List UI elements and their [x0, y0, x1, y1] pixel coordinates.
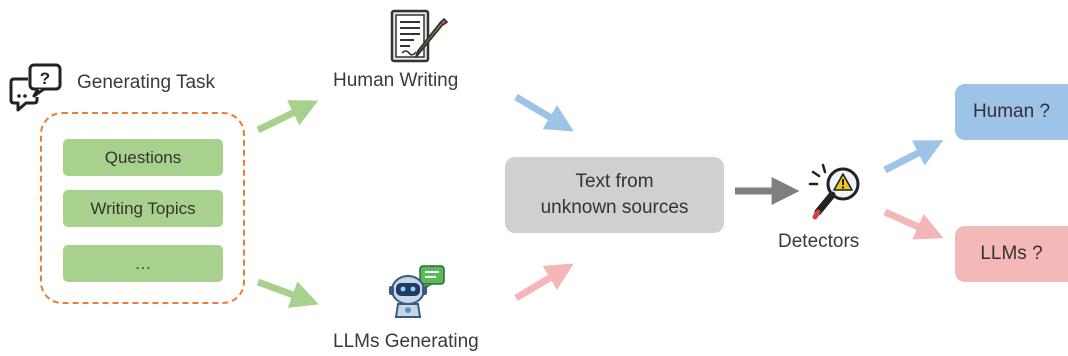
llms-generating-label: LLMs Generating: [333, 331, 479, 352]
arrow-human-to-text: [514, 93, 574, 132]
task-title: Generating Task: [77, 72, 216, 93]
unknown-text-line2: unknown sources: [540, 197, 689, 218]
task-item-questions: Questions: [63, 139, 223, 176]
human-writing-label: Human Writing: [333, 70, 459, 91]
arrow-detector-to-llm: [883, 208, 944, 240]
arrow-detector-to-human: [883, 140, 944, 174]
task-frame: [40, 112, 245, 304]
task-item-writing-topics: Writing Topics: [63, 190, 223, 227]
arrow-task-to-human: [256, 100, 319, 134]
document-pen-icon: [390, 9, 449, 63]
llm-output-box: LLMs ?: [955, 226, 1068, 282]
magnifier-warning-icon: [808, 163, 860, 220]
chat-question-icon: ?: [9, 63, 62, 112]
svg-text:?: ?: [40, 69, 50, 88]
human-output-box: Human ?: [955, 84, 1068, 140]
task-item-ellipsis: …: [63, 245, 223, 282]
robot-icon: [389, 265, 445, 318]
unknown-text-box: Text from unknown sources: [505, 157, 724, 233]
detectors-label: Detectors: [778, 231, 860, 252]
human-output-label: Human ?: [972, 101, 1051, 122]
arrow-llm-to-text: [514, 263, 574, 302]
arrow-task-to-llm: [256, 278, 319, 308]
llm-output-label: LLMs ?: [980, 243, 1043, 264]
unknown-text-line1: Text from: [575, 171, 654, 192]
